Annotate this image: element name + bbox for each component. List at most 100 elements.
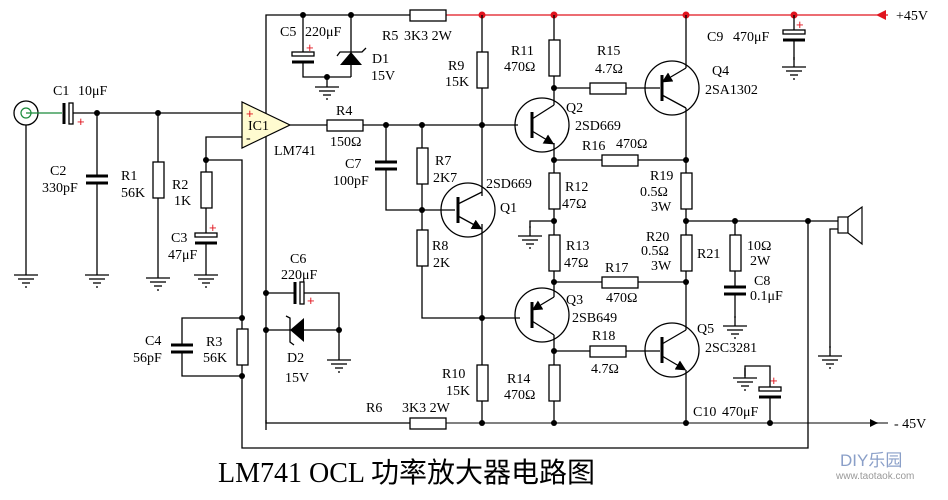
svg-text:2SD669: 2SD669 [575,119,621,134]
svg-text:D2: D2 [287,351,304,366]
negative-rail: - 45V [265,417,926,432]
svg-text:+: + [246,106,254,121]
resistor-r12: R12 47Ω [517,172,588,249]
svg-text:47Ω: 47Ω [562,197,586,212]
svg-text:R21: R21 [697,247,720,262]
svg-text:C1: C1 [53,84,69,99]
capacitor-c6: + C6 220μF [263,252,340,350]
svg-text:R16: R16 [582,139,605,154]
svg-text:2SB649: 2SB649 [572,311,617,326]
resistor-r8: R8 2K [416,229,520,321]
svg-text:+: + [796,17,804,32]
svg-text:470Ω: 470Ω [504,388,535,403]
svg-text:R19: R19 [650,169,673,184]
svg-text:15K: 15K [445,75,469,90]
svg-text:D1: D1 [372,52,389,67]
svg-text:Q3: Q3 [566,293,583,308]
svg-text:3W: 3W [651,200,672,215]
svg-text:R11: R11 [511,44,534,59]
resistor-r21: R21 10Ω 2W [697,221,771,286]
svg-text:470μF: 470μF [722,405,759,420]
svg-text:4.7Ω: 4.7Ω [591,362,619,377]
input-jack[interactable] [13,100,62,288]
svg-text:10Ω: 10Ω [747,239,771,254]
zener-d1: D1 15V [314,15,395,100]
svg-text:100pF: 100pF [333,174,369,189]
svg-text:3K3 2W: 3K3 2W [402,401,451,416]
svg-text:2K: 2K [433,256,450,271]
svg-text:R9: R9 [448,59,464,74]
svg-text:Q4: Q4 [712,64,729,79]
svg-text:C4: C4 [145,334,161,349]
svg-text:+: + [209,220,217,235]
svg-text:+: + [77,114,85,129]
svg-text:R20: R20 [646,230,669,245]
resistor-r15: R15 4.7Ω [554,44,660,95]
svg-text:R18: R18 [592,329,615,344]
resistor-r1: R1 56K [121,113,171,291]
svg-text:R1: R1 [121,169,137,184]
svg-text:+: + [770,373,778,388]
resistor-r11: R11 470Ω [504,39,561,91]
svg-text:4.7Ω: 4.7Ω [595,62,623,77]
capacitor-c1: + C1 10μF [53,84,242,129]
svg-text:220μF: 220μF [305,25,342,40]
resistor-r5: R5 3K3 2W [382,9,453,44]
svg-text:LM741: LM741 [274,144,316,159]
svg-text:15V: 15V [371,69,395,84]
opamp-ic1: + - IC1 LM741 [205,101,316,172]
svg-text:0.1μF: 0.1μF [750,289,783,304]
svg-text:15V: 15V [285,371,309,386]
diagram-title: LM741 OCL 功率放大器电路图 [218,457,595,489]
svg-text:R10: R10 [442,367,465,382]
capacitor-c4: C4 56pF [133,317,242,377]
resistor-r2: R2 1K [172,171,213,234]
svg-text:220μF: 220μF [281,268,318,283]
svg-text:C7: C7 [345,157,361,172]
svg-text:47μF: 47μF [168,248,198,263]
positive-rail-label: +45V [896,9,928,24]
svg-text:2SC3281: 2SC3281 [705,341,757,356]
svg-text:+: + [306,40,314,55]
svg-text:3K3 2W: 3K3 2W [404,29,453,44]
resistor-r20: R20 0.5Ω 3W [641,230,693,330]
capacitor-c9: + C9 470μF [707,15,807,80]
svg-text:2W: 2W [750,254,771,269]
capacitor-c8: C8 0.1μF [722,274,783,339]
resistor-r18: R18 4.7Ω [551,329,660,377]
svg-text:R13: R13 [566,239,589,254]
transistor-q3: Q3 2SB649 [514,287,617,343]
resistor-r17: R17 470Ω [554,261,689,306]
resistor-r14: R14 470Ω [504,364,561,423]
svg-text:R3: R3 [206,335,222,350]
resistor-r6: R6 3K3 2W [366,401,451,430]
svg-text:R17: R17 [605,261,628,276]
svg-text:IC1: IC1 [248,119,269,134]
svg-text:2SA1302: 2SA1302 [705,83,758,98]
zener-d2: D2 15V [263,315,352,386]
svg-text:47Ω: 47Ω [564,256,588,271]
svg-text:C2: C2 [50,164,66,179]
svg-text:56K: 56K [203,351,227,366]
svg-text:C10: C10 [693,405,716,420]
resistor-r3: R3 56K [203,315,249,379]
svg-text:470Ω: 470Ω [616,137,647,152]
svg-text:C9: C9 [707,30,723,45]
svg-text:R2: R2 [172,178,188,193]
svg-text:-: - [246,131,251,146]
svg-text:470Ω: 470Ω [606,291,637,306]
svg-text:10μF: 10μF [78,84,108,99]
svg-text:15K: 15K [446,384,470,399]
feedback-wire [206,159,809,449]
svg-text:0.5Ω: 0.5Ω [640,185,668,200]
resistor-r10: R10 15K [442,224,489,423]
capacitor-c7: C7 100pF [333,125,455,211]
speaker-icon [817,205,863,369]
watermark-logo: DIY乐园 www.taotaok.com [835,451,914,482]
svg-text:R14: R14 [507,372,530,387]
resistor-r19: R19 0.5Ω 3W [640,169,693,235]
capacitor-c5: + C5 220μF [280,15,351,78]
svg-text:C5: C5 [280,25,296,40]
svg-text:R6: R6 [366,401,382,416]
transistor-q5: Q5 2SC3281 [644,322,757,423]
